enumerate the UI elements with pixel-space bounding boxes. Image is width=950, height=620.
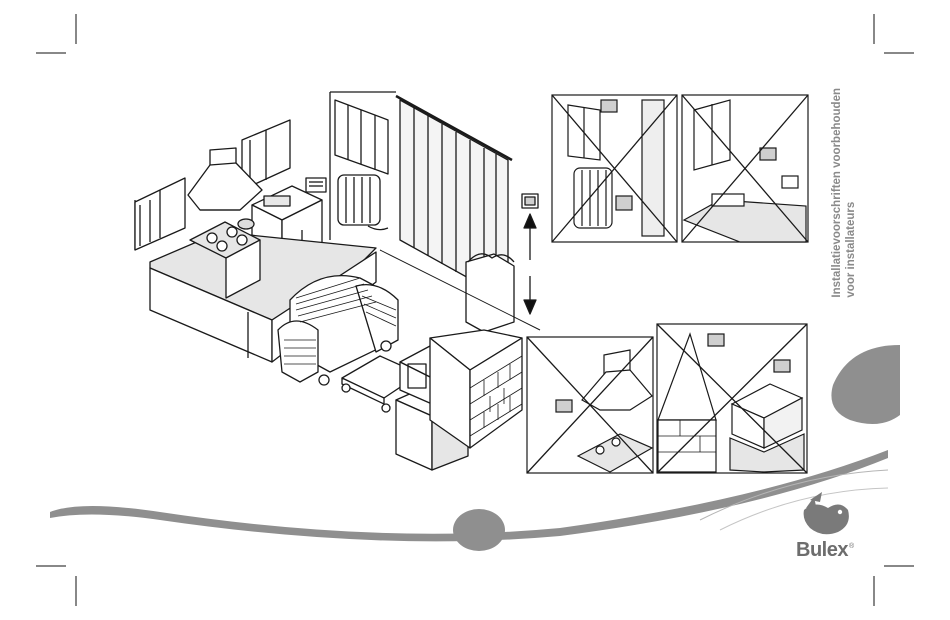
brand-name: Bulex <box>796 539 848 562</box>
sidebar-line-2: voor installateurs <box>845 202 857 298</box>
panel-hood-wrong <box>527 337 653 473</box>
panel-fireplace-wrong <box>657 324 807 473</box>
up-arrow-icon <box>524 214 536 260</box>
side-tab-shape <box>831 345 900 424</box>
thermostat-icon <box>522 194 538 208</box>
bird-logo-icon <box>804 492 849 534</box>
page-tab-circle <box>453 509 505 551</box>
panel-sink-wrong <box>682 95 808 242</box>
wall-grille <box>306 178 326 192</box>
window-back <box>335 100 388 174</box>
panel-radiator-wrong <box>552 95 677 242</box>
brand-registered-mark: ® <box>849 543 854 550</box>
radiator <box>338 175 388 230</box>
sidebar-caption-text: Installatievoorschriften voorbehouden vo… <box>830 88 858 298</box>
kitchen-scene <box>135 92 540 470</box>
window-left <box>135 178 185 250</box>
sidebar-caption: Installatievoorschriften voorbehouden vo… <box>826 88 862 338</box>
sidebar-line-1: Installatievoorschriften voorbehouden <box>831 88 843 298</box>
fireplace <box>430 254 522 448</box>
down-arrow-icon <box>524 276 536 314</box>
